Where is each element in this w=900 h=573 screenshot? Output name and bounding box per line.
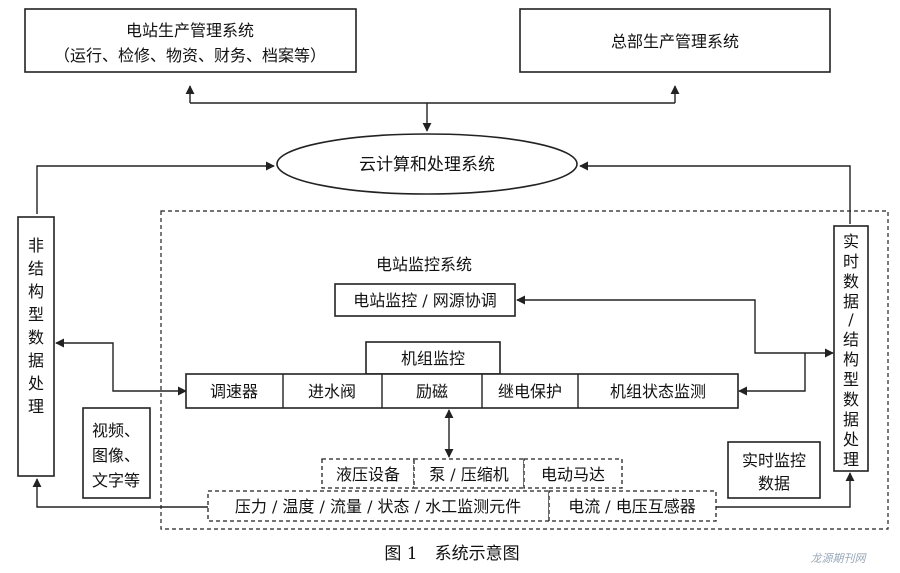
equipment-hydraulic: 液压设备	[336, 465, 400, 484]
structured-char: 数	[843, 390, 859, 409]
media-line: 文字等	[92, 471, 140, 490]
structured-data-box: 实 时 数 据 / 结 构 型 数 据 处 理	[833, 225, 869, 472]
station-mgmt-title: 电站生产管理系统	[126, 21, 254, 40]
unstructured-char: 结	[28, 259, 44, 278]
structured-char: 构	[843, 350, 859, 369]
figure-caption: 图 1 系统示意图	[384, 544, 519, 564]
station-monitor-title: 电站监控系统	[376, 255, 472, 274]
structured-char: 理	[843, 450, 859, 469]
cloud-label: 云计算和处理系统	[359, 155, 495, 175]
unstructured-char: 理	[28, 397, 44, 416]
structured-char: 结	[843, 330, 859, 349]
station-monitor-frame	[160, 210, 889, 530]
cloud-system-node: 云计算和处理系统	[276, 133, 578, 195]
unit-relay-protection: 继电保护	[498, 382, 562, 401]
unit-row: 调速器 进水阀 励磁 继电保护 机组状态监测	[185, 373, 739, 409]
unstructured-char: 数	[28, 328, 44, 347]
equipment-row: 液压设备 泵 / 压缩机 电动马达	[321, 458, 623, 489]
station-mgmt-subtitle: （运行、检修、物资、财务、档案等）	[54, 46, 326, 65]
unit-excitation: 励磁	[416, 382, 448, 401]
unstructured-data-box: 非 结 构 型 数 据 处 理	[17, 216, 55, 477]
unstructured-char: 构	[28, 282, 44, 301]
unit-governor: 调速器	[210, 382, 258, 401]
unit-monitor-box: 机组监控	[365, 341, 501, 375]
media-data-box: 视频、 图像、 文字等	[82, 407, 151, 499]
structured-char: 实	[843, 232, 859, 251]
sensor-left-label: 压力 / 温度 / 流量 / 状态 / 水工监测元件	[235, 497, 521, 516]
structured-char: 型	[843, 370, 859, 389]
unit-monitor-label: 机组监控	[401, 349, 465, 368]
station-monitor-box: 电站监控 / 网源协调	[334, 283, 516, 317]
unstructured-char: 非	[28, 236, 44, 255]
media-line: 图像、	[92, 446, 140, 465]
structured-char: 处	[843, 430, 859, 449]
structured-char: 据	[843, 292, 859, 311]
media-line: 视频、	[92, 421, 140, 440]
unstructured-char: 处	[28, 374, 44, 393]
unit-condition-monitoring: 机组状态监测	[610, 382, 706, 401]
equipment-motor: 电动马达	[541, 465, 605, 484]
structured-char: 据	[843, 410, 859, 429]
sensor-right-label: 电流 / 电压互感器	[568, 497, 696, 516]
connectors	[32, 85, 855, 508]
station-monitor-label: 电站监控 / 网源协调	[353, 291, 497, 310]
unstructured-char: 据	[28, 351, 44, 370]
sensor-row: 压力 / 温度 / 流量 / 状态 / 水工监测元件 电流 / 电压互感器	[207, 490, 717, 522]
equipment-pump-compressor: 泵 / 压缩机	[429, 465, 509, 484]
unstructured-char: 型	[28, 305, 44, 324]
realtime-line: 数据	[758, 474, 790, 493]
hq-production-mgmt-box: 总部生产管理系统	[519, 8, 831, 73]
unit-inlet-valve: 进水阀	[308, 382, 356, 401]
realtime-data-box: 实时监控 数据	[727, 441, 821, 499]
hq-mgmt-label: 总部生产管理系统	[611, 32, 739, 51]
realtime-line: 实时监控	[742, 451, 806, 470]
structured-char: 时	[843, 252, 859, 271]
structured-char: 数	[843, 272, 859, 291]
structured-char: /	[848, 310, 854, 329]
station-production-mgmt-box: 电站生产管理系统 （运行、检修、物资、财务、档案等）	[24, 8, 357, 73]
watermark: 龙源期刊网	[811, 552, 868, 565]
